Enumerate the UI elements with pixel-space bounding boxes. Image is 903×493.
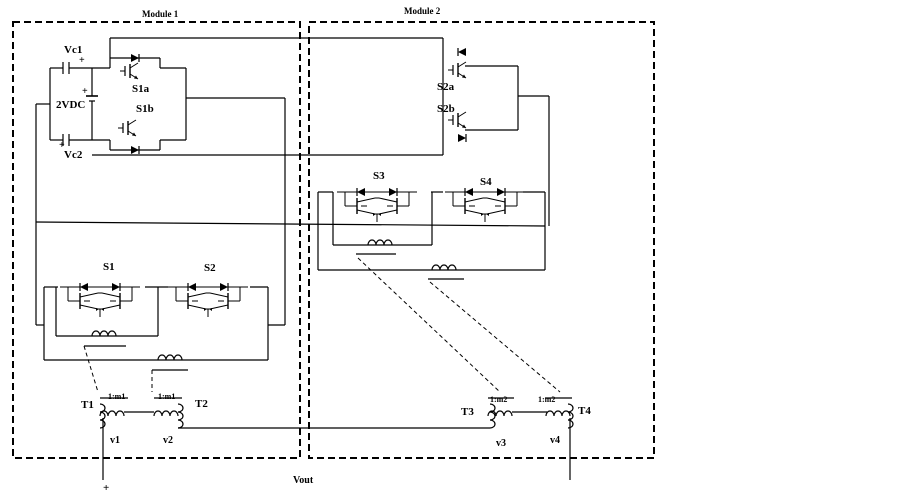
transformer-t2 (153, 410, 179, 417)
vdc-label: 2VDC (56, 99, 85, 111)
v1-label: v1 (110, 435, 120, 446)
t1-label: T1 (81, 399, 94, 411)
s1-label: S1 (103, 261, 115, 273)
interconnect-wires (35, 37, 546, 227)
v2-label: v2 (163, 435, 173, 446)
transformer-windings-side (99, 403, 574, 429)
s1a-label: S1a (132, 83, 150, 95)
s2a-label: S2a (437, 81, 455, 93)
module2-half-bridge (442, 58, 550, 226)
vout-label: Vout (293, 475, 314, 486)
module1-box (12, 21, 301, 459)
module2-box (308, 21, 655, 459)
transformer-wires (100, 397, 572, 480)
t2-ratio: 1:m1 (158, 392, 175, 401)
t3-label: T3 (461, 406, 474, 418)
vc1-plus: + (79, 55, 85, 66)
s2-label: S2 (204, 262, 216, 274)
module2-label: Module 2 (404, 6, 441, 16)
dc-source (36, 62, 98, 146)
vc2-label: Vc2 (64, 149, 83, 161)
t2-label: T2 (195, 398, 208, 410)
vdc-plus: + (82, 86, 88, 97)
v3-label: v3 (496, 438, 506, 449)
transformer-t4 (545, 410, 571, 417)
s2b-label: S2b (437, 103, 455, 115)
s4-label: S4 (480, 176, 492, 188)
t4-label: T4 (578, 405, 591, 417)
vc2-plus: + (59, 140, 65, 151)
t3-ratio: 1:m2 (490, 395, 507, 404)
module1-label: Module 1 (142, 9, 179, 19)
t4-ratio: 1:m2 (538, 395, 555, 404)
v4-label: v4 (550, 435, 560, 446)
s3-label: S3 (373, 170, 385, 182)
coupling-lines (83, 257, 561, 393)
vc1-label: Vc1 (64, 44, 82, 56)
s1b-label: S1b (136, 103, 154, 115)
module1-bridge-wires (36, 98, 286, 361)
output-plus: + (103, 482, 109, 493)
t1-ratio: 1:m1 (108, 392, 125, 401)
module2-bridge-wires (317, 191, 546, 271)
